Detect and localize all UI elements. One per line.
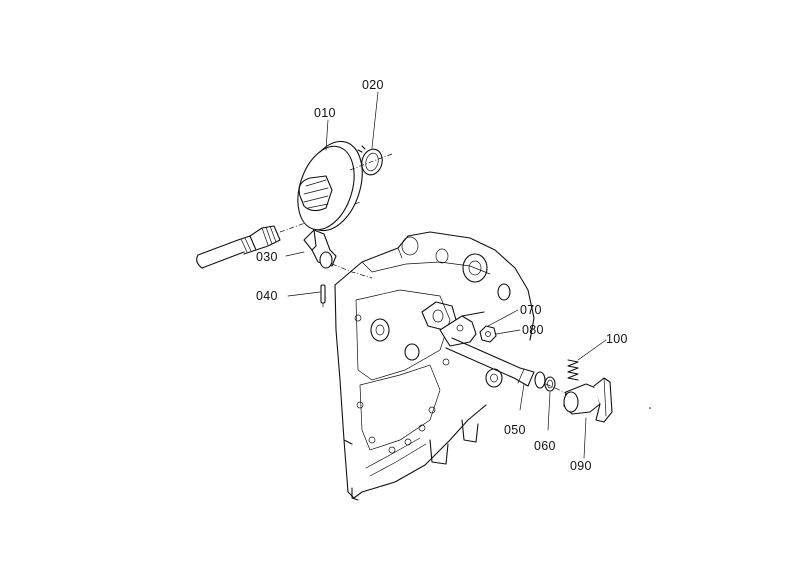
stray-mark bbox=[649, 407, 651, 409]
callout-030: 030 bbox=[256, 250, 278, 264]
callout-100: 100 bbox=[606, 332, 628, 346]
part-010-splined-disc bbox=[297, 140, 393, 232]
part-020-snap-ring bbox=[357, 145, 383, 176]
part-080-nut bbox=[479, 325, 497, 343]
callout-020: 020 bbox=[362, 78, 384, 92]
part-050-shift-shaft bbox=[445, 337, 579, 399]
part-100-spring bbox=[567, 359, 579, 381]
part-030-fork-block bbox=[303, 229, 373, 279]
callout-010: 010 bbox=[314, 106, 336, 120]
callout-080: 080 bbox=[522, 323, 544, 337]
part-040-pin bbox=[320, 284, 326, 308]
callout-060: 060 bbox=[534, 439, 556, 453]
callout-040: 040 bbox=[256, 289, 278, 303]
part-090-lever bbox=[563, 377, 613, 423]
callout-090: 090 bbox=[570, 459, 592, 473]
callout-050: 050 bbox=[504, 423, 526, 437]
transmission-housing bbox=[334, 231, 535, 501]
callout-070: 070 bbox=[520, 303, 542, 317]
leader-lines bbox=[285, 91, 607, 459]
part-070-arm-plate bbox=[439, 311, 485, 347]
callout-labels: 010 020 030 040 050 060 070 080 090 100 bbox=[256, 78, 628, 473]
part-060-o-ring bbox=[544, 376, 556, 392]
